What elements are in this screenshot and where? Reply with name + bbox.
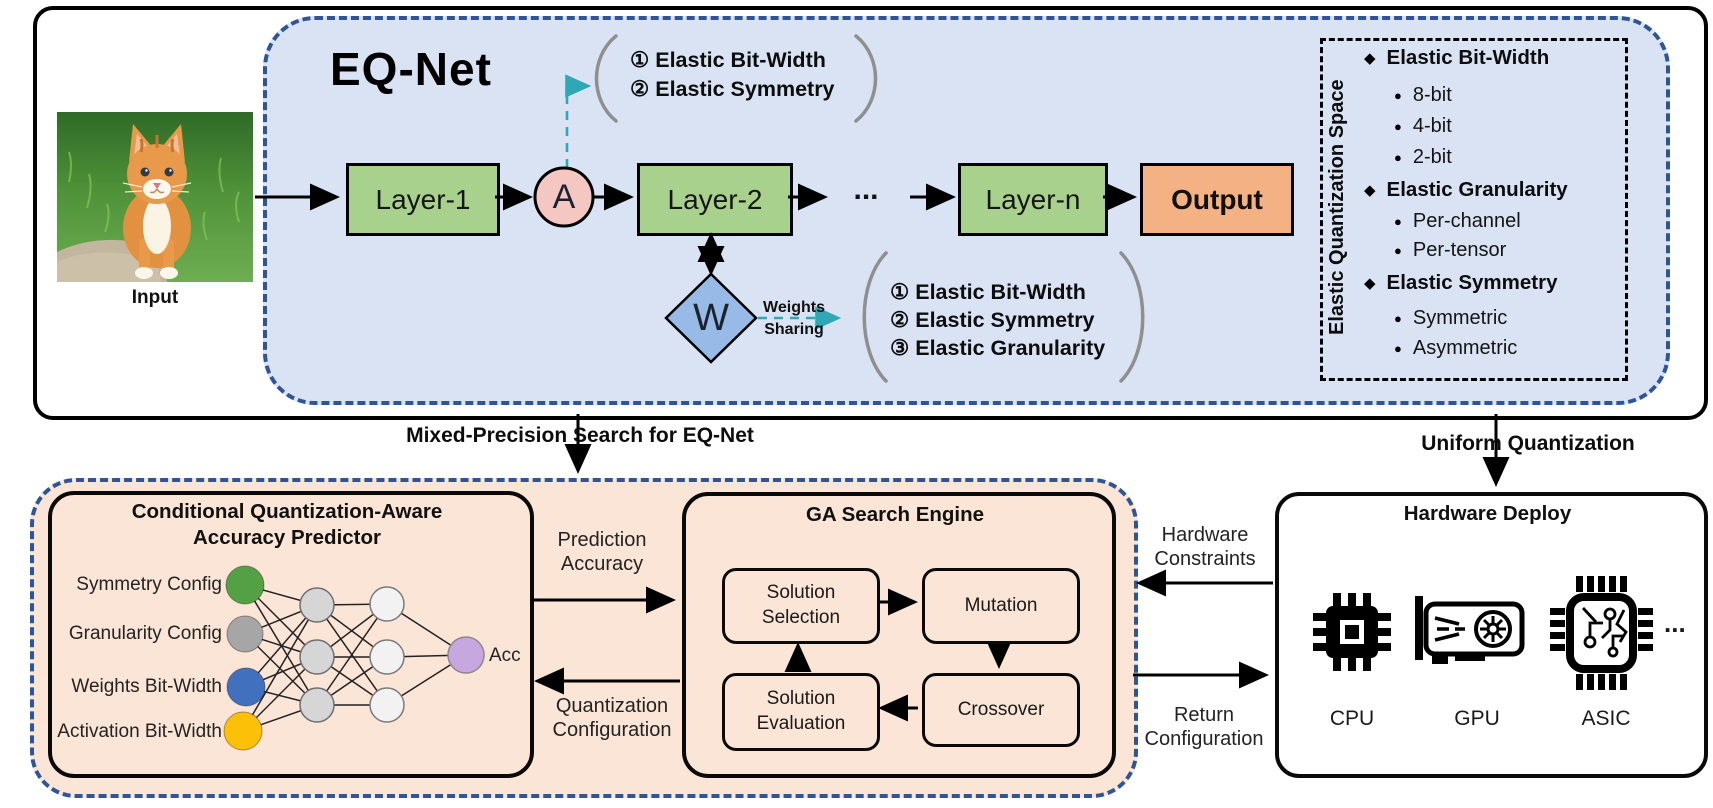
eqs-section-granularity: ◆ Elastic Granularity — [1364, 178, 1568, 202]
eqs-item-per-tensor-label: Per-tensor — [1412, 239, 1507, 261]
weight-annotation-line2: ② Elastic Symmetry — [890, 308, 1095, 332]
hardware-deploy-box — [1275, 492, 1708, 778]
diamond-bullet-icon: ◆ — [1364, 49, 1376, 67]
predictor-input-symmetry-config: Symmetry Config — [76, 574, 222, 595]
eqs-section-symmetry: ◆ Elastic Symmetry — [1364, 271, 1557, 295]
prediction-accuracy-line1: Prediction — [557, 529, 647, 551]
eqs-item-per-tensor: ● Per-tensor — [1394, 239, 1506, 262]
mutation-box: Mutation — [922, 568, 1080, 644]
cat-figure — [122, 124, 192, 279]
eqs-item-per-channel: ● Per-channel — [1394, 210, 1521, 233]
eqs-item-4bit-label: 4-bit — [1412, 115, 1452, 137]
elastic-quantization-space-panel — [1320, 38, 1628, 381]
eqs-item-4bit: ● 4-bit — [1394, 115, 1452, 138]
prediction-accuracy-line2: Accuracy — [560, 553, 644, 575]
weights-sharing-line2: Sharing — [764, 321, 824, 338]
eqs-item-symmetric-label: Symmetric — [1412, 307, 1508, 329]
eqs-item-2bit-label: 2-bit — [1412, 146, 1452, 168]
layer-2-label: Layer-2 — [667, 183, 763, 215]
layer-2-box: Layer-2 — [637, 163, 793, 236]
dot-bullet-icon: ● — [1394, 243, 1402, 258]
weight-annotation-line3: ③ Elastic Granularity — [890, 336, 1106, 360]
gpu-label: GPU — [1454, 707, 1500, 730]
mixed-precision-search-label: Mixed-Precision Search for EQ-Net — [406, 424, 754, 447]
solution-evaluation-box: Solution Evaluation — [722, 673, 880, 751]
diamond-bullet-icon: ◆ — [1364, 274, 1376, 292]
weights-sharing-line1: Weights — [763, 299, 825, 316]
uniform-quantization-label: Uniform Quantization — [1421, 432, 1635, 455]
eqs-section-bitwidth-label: Elastic Bit-Width — [1386, 46, 1550, 69]
predictor-title-line2: Accuracy Predictor — [192, 526, 381, 549]
activation-annotation-line2: ② Elastic Symmetry — [630, 77, 835, 101]
layer-n-box: Layer-n — [958, 163, 1108, 236]
activation-annotation-line1: ① Elastic Bit-Width — [630, 48, 826, 72]
crossover-label: Crossover — [957, 698, 1045, 720]
eqs-item-asymmetric-label: Asymmetric — [1412, 337, 1518, 359]
dot-bullet-icon: ● — [1394, 214, 1402, 229]
weight-annotation-line1: ① Elastic Bit-Width — [890, 280, 1086, 304]
eqs-item-per-channel-label: Per-channel — [1412, 210, 1521, 232]
return-configuration-label: Return Configuration — [1124, 703, 1284, 751]
activation-node-label: A — [552, 177, 576, 216]
output-label: Output — [1171, 183, 1263, 215]
dot-bullet-icon: ● — [1394, 311, 1402, 326]
eqs-section-bitwidth: ◆ Elastic Bit-Width — [1364, 46, 1549, 70]
weight-node-label: W — [693, 296, 729, 339]
weights-sharing-label: Weights Sharing — [756, 298, 832, 339]
eqs-item-2bit: ● 2-bit — [1394, 146, 1452, 169]
input-label: Input — [131, 287, 179, 308]
mutation-label: Mutation — [964, 594, 1038, 616]
ga-title: GA Search Engine — [805, 503, 985, 526]
input-image — [57, 112, 253, 282]
asic-label: ASIC — [1581, 707, 1631, 730]
predictor-input-activation-bitwidth: Activation Bit-Width — [57, 721, 222, 742]
eqnet-title: EQ-Net — [330, 43, 492, 95]
diamond-bullet-icon: ◆ — [1364, 181, 1376, 199]
predictor-acc-label: Acc — [489, 645, 521, 666]
pipeline-dots: ... — [853, 173, 879, 206]
eqs-item-8bit-label: 8-bit — [1412, 84, 1452, 106]
return-configuration-line1: Return — [1173, 704, 1235, 726]
dot-bullet-icon: ● — [1394, 150, 1402, 165]
predictor-input-weights-bitwidth: Weights Bit-Width — [71, 676, 222, 697]
hardware-more-dots: ... — [1664, 608, 1686, 638]
layer-1-box: Layer-1 — [346, 163, 500, 236]
layer-n-label: Layer-n — [985, 183, 1081, 215]
eqs-item-asymmetric: ● Asymmetric — [1394, 337, 1517, 360]
eqs-section-symmetry-label: Elastic Symmetry — [1386, 271, 1558, 294]
predictor-title-line1: Conditional Quantization-Aware — [131, 500, 443, 523]
dot-bullet-icon: ● — [1394, 88, 1402, 103]
crossover-box: Crossover — [922, 673, 1080, 747]
accuracy-predictor-box — [48, 491, 534, 778]
eqs-panel-title: Elastic Quantization Space — [1326, 79, 1348, 335]
dot-bullet-icon: ● — [1394, 119, 1402, 134]
quantization-configuration-label: Quantization Configuration — [527, 694, 697, 742]
ga-search-engine-box — [682, 492, 1116, 778]
hardware-deploy-title: Hardware Deploy — [1403, 502, 1572, 525]
hardware-constraints-label: Hardware Constraints — [1134, 523, 1276, 571]
predictor-input-granularity-config: Granularity Config — [68, 623, 222, 644]
dot-bullet-icon: ● — [1394, 341, 1402, 356]
return-configuration-line2: Configuration — [1144, 728, 1264, 750]
solution-evaluation-label: Solution Evaluation — [756, 688, 846, 734]
solution-selection-label: Solution Selection — [761, 582, 841, 628]
layer-1-label: Layer-1 — [375, 183, 471, 215]
cpu-label: CPU — [1329, 707, 1375, 730]
eqs-section-granularity-label: Elastic Granularity — [1386, 178, 1568, 201]
eqs-item-symmetric: ● Symmetric — [1394, 307, 1507, 330]
quantization-configuration-line1: Quantization — [555, 695, 669, 717]
prediction-accuracy-label: Prediction Accuracy — [522, 528, 682, 576]
hardware-constraints-line2: Constraints — [1154, 548, 1256, 570]
quantization-configuration-line2: Configuration — [552, 719, 672, 741]
cat-photo-illustration — [57, 112, 253, 282]
output-box: Output — [1140, 163, 1294, 236]
eqs-item-8bit: ● 8-bit — [1394, 84, 1452, 107]
hardware-constraints-line1: Hardware — [1161, 524, 1249, 546]
solution-selection-box: Solution Selection — [722, 568, 880, 644]
